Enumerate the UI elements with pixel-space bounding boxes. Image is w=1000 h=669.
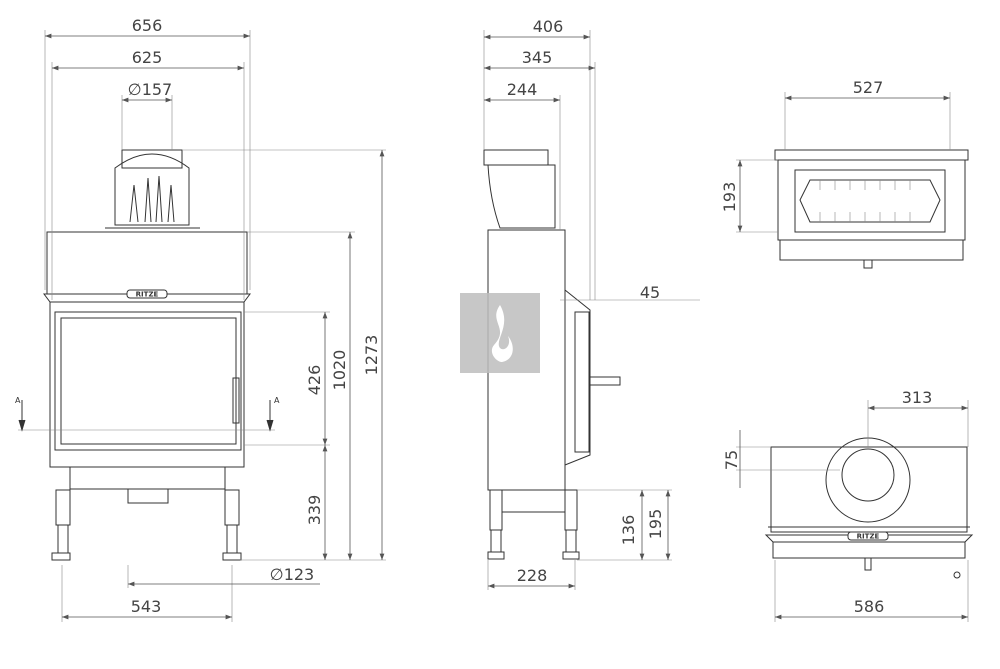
dim-overall-width: 656 <box>132 16 163 35</box>
dim-section-depth: 193 <box>720 182 739 213</box>
section-mark-right: A <box>274 396 280 405</box>
dim-leg-spacing: 543 <box>131 597 162 616</box>
front-view: RITZE A A 656 625 ∅157 1273 1020 426 339… <box>15 16 386 622</box>
top-view: RITZE 313 75 586 <box>722 388 974 622</box>
dim-overall-depth: 406 <box>533 17 564 36</box>
dim-section-width: 527 <box>853 78 884 97</box>
dim-glass-height: 426 <box>305 365 324 396</box>
brand-plate <box>126 289 168 299</box>
brand-plate-text: RITZE <box>136 291 159 299</box>
section-view: 527 193 <box>720 78 969 269</box>
flame-logo-watermark <box>460 293 540 373</box>
top-brand-plate-text: RITZE <box>857 533 880 541</box>
dim-base-height: 195 <box>646 509 665 540</box>
dim-flue-offset: 244 <box>507 80 538 99</box>
dim-leg-diameter: ∅123 <box>270 565 314 584</box>
dim-bottom-height: 339 <box>305 495 324 526</box>
dim-flue-from-back: 75 <box>722 450 741 470</box>
dim-inner-width: 625 <box>132 48 163 67</box>
top-brand-plate <box>847 531 889 541</box>
dim-top-flue-offset: 313 <box>902 388 933 407</box>
section-mark-left: A <box>15 396 21 405</box>
dim-door-projection: 45 <box>640 283 660 302</box>
dim-body-height: 1020 <box>330 350 349 391</box>
dim-total-height: 1273 <box>362 335 381 376</box>
dim-top-width: 586 <box>854 597 885 616</box>
side-view: 406 345 244 45 228 136 195 <box>460 17 700 590</box>
dim-flue-diameter: ∅157 <box>128 80 172 99</box>
dim-leg-height: 136 <box>619 515 638 546</box>
dim-leg-depth: 228 <box>517 566 548 585</box>
dim-depth-to-door: 345 <box>522 48 553 67</box>
